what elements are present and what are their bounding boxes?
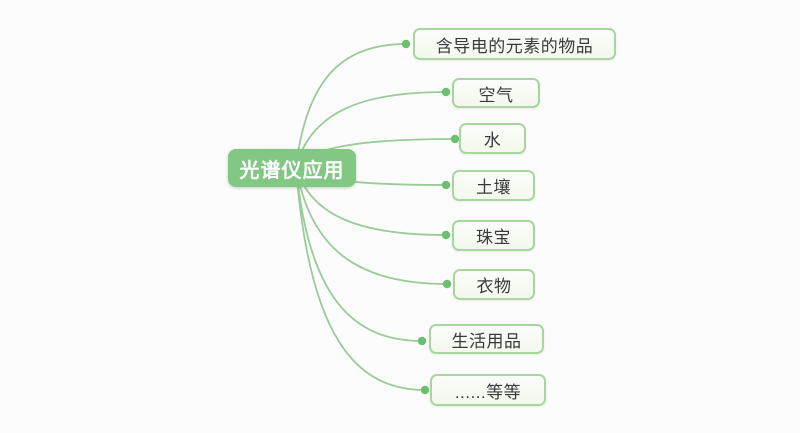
mindmap-node[interactable]: 含导电的元素的物品 — [413, 28, 616, 60]
connector-dot — [441, 230, 451, 240]
mindmap-node[interactable]: 水 — [459, 123, 526, 154]
node-label: 衣物 — [476, 277, 512, 296]
mindmap-node[interactable]: 空气 — [452, 78, 540, 108]
connector-dot — [417, 336, 427, 346]
node-label: 空气 — [478, 85, 514, 105]
connector-line — [295, 43, 407, 168]
node-label: 含导电的元素的物品 — [435, 36, 594, 56]
node-label: ......等等 — [454, 382, 522, 402]
mindmap-root-node[interactable]: 光谱仪应用 — [228, 149, 356, 187]
connector-line — [295, 166, 448, 285]
connector-dot — [442, 279, 452, 289]
connector-dot — [420, 385, 430, 395]
connector-dot — [450, 134, 460, 144]
connector-dot — [441, 180, 451, 190]
connector-dot — [401, 39, 411, 49]
root-node-label: 光谱仪应用 — [239, 159, 345, 182]
node-label: 水 — [483, 131, 502, 150]
connector-line — [295, 166, 426, 391]
connector-line — [295, 91, 447, 168]
node-label: 珠宝 — [476, 228, 511, 247]
node-label: 生活用品 — [451, 331, 522, 351]
connector-dot — [441, 87, 451, 97]
node-label: 土壤 — [476, 178, 511, 197]
mindmap-node[interactable]: 生活用品 — [429, 324, 544, 354]
mindmap-node[interactable]: ......等等 — [430, 374, 546, 406]
mindmap-node[interactable]: 衣物 — [453, 269, 535, 300]
mindmap-node[interactable]: 珠宝 — [452, 220, 535, 251]
connector-line — [295, 166, 423, 342]
mindmap-node[interactable]: 土壤 — [452, 170, 535, 201]
